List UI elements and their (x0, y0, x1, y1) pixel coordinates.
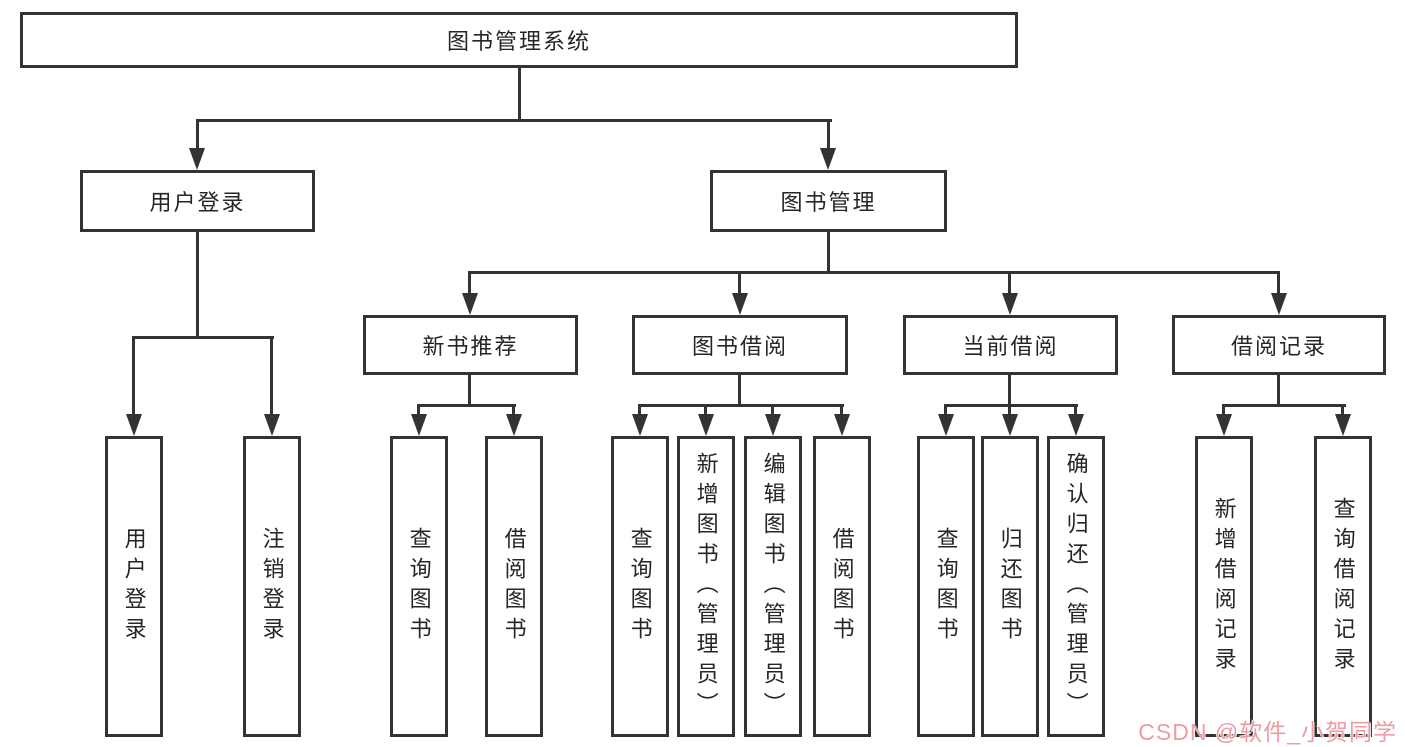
connector-line (518, 68, 521, 120)
connector-line (196, 119, 832, 122)
connector-line (468, 375, 471, 406)
node-book-borrow: 图书借阅 (632, 315, 848, 375)
leaf-return-book: 归还图书 (981, 436, 1039, 737)
node-current-borrow: 当前借阅 (903, 315, 1118, 375)
connector-line (1277, 375, 1280, 406)
leaf-add-borrow-record: 新增借阅记录 (1195, 436, 1253, 737)
connector-line (1008, 271, 1011, 295)
leaf-confirm-return-admin-label: 确认归还（管理员） (1063, 451, 1089, 722)
arrow-down-icon (264, 414, 280, 436)
leaf-query-borrow-record: 查询借阅记录 (1314, 436, 1372, 737)
arrow-down-icon (1068, 414, 1084, 436)
leaf-query-books-borrow-label: 查询图书 (627, 526, 653, 647)
leaf-add-borrow-record-label: 新增借阅记录 (1211, 496, 1237, 677)
node-new-book-recommend: 新书推荐 (363, 315, 578, 375)
leaf-add-book-admin-label: 新增图书（管理员） (693, 451, 719, 722)
arrow-down-icon (834, 414, 850, 436)
arrow-down-icon (1002, 414, 1018, 436)
node-new-book-recommend-label: 新书推荐 (422, 334, 519, 359)
node-root: 图书管理系统 (20, 12, 1018, 68)
leaf-logout-label: 注销登录 (259, 526, 285, 647)
connector-line (468, 271, 1280, 274)
connector-line (512, 404, 515, 418)
leaf-query-books-recommend: 查询图书 (390, 436, 448, 737)
connector-line (944, 404, 1078, 407)
node-user-login-label: 用户登录 (149, 190, 246, 215)
leaf-query-books-recommend-label: 查询图书 (406, 526, 432, 647)
leaf-borrow-books: 借阅图书 (813, 436, 871, 737)
node-root-label: 图书管理系统 (446, 29, 591, 54)
arrow-down-icon (1271, 293, 1287, 315)
leaf-user-login-label: 用户登录 (121, 526, 147, 647)
node-borrow-record: 借阅记录 (1172, 315, 1386, 375)
leaf-borrow-books-recommend-label: 借阅图书 (501, 526, 527, 647)
connector-line (196, 119, 199, 151)
connector-line (944, 404, 947, 418)
connector-line (417, 404, 420, 418)
connector-line (132, 336, 135, 416)
leaf-user-login: 用户登录 (105, 436, 163, 737)
leaf-return-book-label: 归还图书 (997, 526, 1023, 647)
connector-line (132, 336, 274, 339)
watermark: CSDN @软件_小贺同学 (1138, 719, 1397, 745)
arrow-down-icon (698, 414, 714, 436)
node-book-management-label: 图书管理 (780, 190, 877, 215)
arrow-down-icon (1002, 293, 1018, 315)
leaf-query-borrow-record-label: 查询借阅记录 (1330, 496, 1356, 677)
connector-line (738, 375, 741, 406)
connector-line (270, 336, 273, 416)
arrow-down-icon (1335, 414, 1351, 436)
leaf-query-books-borrow: 查询图书 (611, 436, 669, 737)
leaf-edit-book-admin: 编辑图书（管理员） (744, 436, 802, 737)
connector-line (771, 404, 774, 418)
connector-line (1341, 404, 1344, 418)
connector-line (468, 271, 471, 295)
connector-line (1008, 375, 1011, 406)
leaf-query-books-current: 查询图书 (917, 436, 975, 737)
arrow-down-icon (632, 414, 648, 436)
leaf-query-books-current-label: 查询图书 (933, 526, 959, 647)
arrow-down-icon (820, 148, 836, 170)
connector-line (1277, 271, 1280, 295)
connector-line (840, 404, 843, 418)
arrow-down-icon (506, 414, 522, 436)
connector-line (1074, 404, 1077, 418)
arrow-down-icon (126, 414, 142, 436)
connector-line (704, 404, 707, 418)
arrow-down-icon (189, 148, 205, 170)
leaf-borrow-books-label: 借阅图书 (829, 526, 855, 647)
node-book-borrow-label: 图书借阅 (691, 334, 788, 359)
connector-line (196, 232, 199, 337)
arrow-down-icon (732, 293, 748, 315)
leaf-edit-book-admin-label: 编辑图书（管理员） (760, 451, 786, 722)
connector-line (1222, 404, 1346, 407)
connector-line (827, 232, 830, 272)
node-current-borrow-label: 当前借阅 (962, 334, 1059, 359)
connector-line (638, 404, 844, 407)
leaf-confirm-return-admin: 确认归还（管理员） (1047, 436, 1105, 737)
arrow-down-icon (938, 414, 954, 436)
connector-line (417, 404, 516, 407)
arrow-down-icon (1216, 414, 1232, 436)
connector-line (638, 404, 641, 418)
node-book-management: 图书管理 (710, 170, 947, 232)
connector-line (1222, 404, 1225, 418)
connector-line (738, 271, 741, 295)
arrow-down-icon (765, 414, 781, 436)
connector-line (827, 119, 830, 151)
arrow-down-icon (462, 293, 478, 315)
node-user-login: 用户登录 (80, 170, 315, 232)
arrow-down-icon (411, 414, 427, 436)
connector-line (1008, 404, 1011, 418)
leaf-logout: 注销登录 (243, 436, 301, 737)
node-borrow-record-label: 借阅记录 (1230, 334, 1327, 359)
leaf-borrow-books-recommend: 借阅图书 (485, 436, 543, 737)
leaf-add-book-admin: 新增图书（管理员） (677, 436, 735, 737)
